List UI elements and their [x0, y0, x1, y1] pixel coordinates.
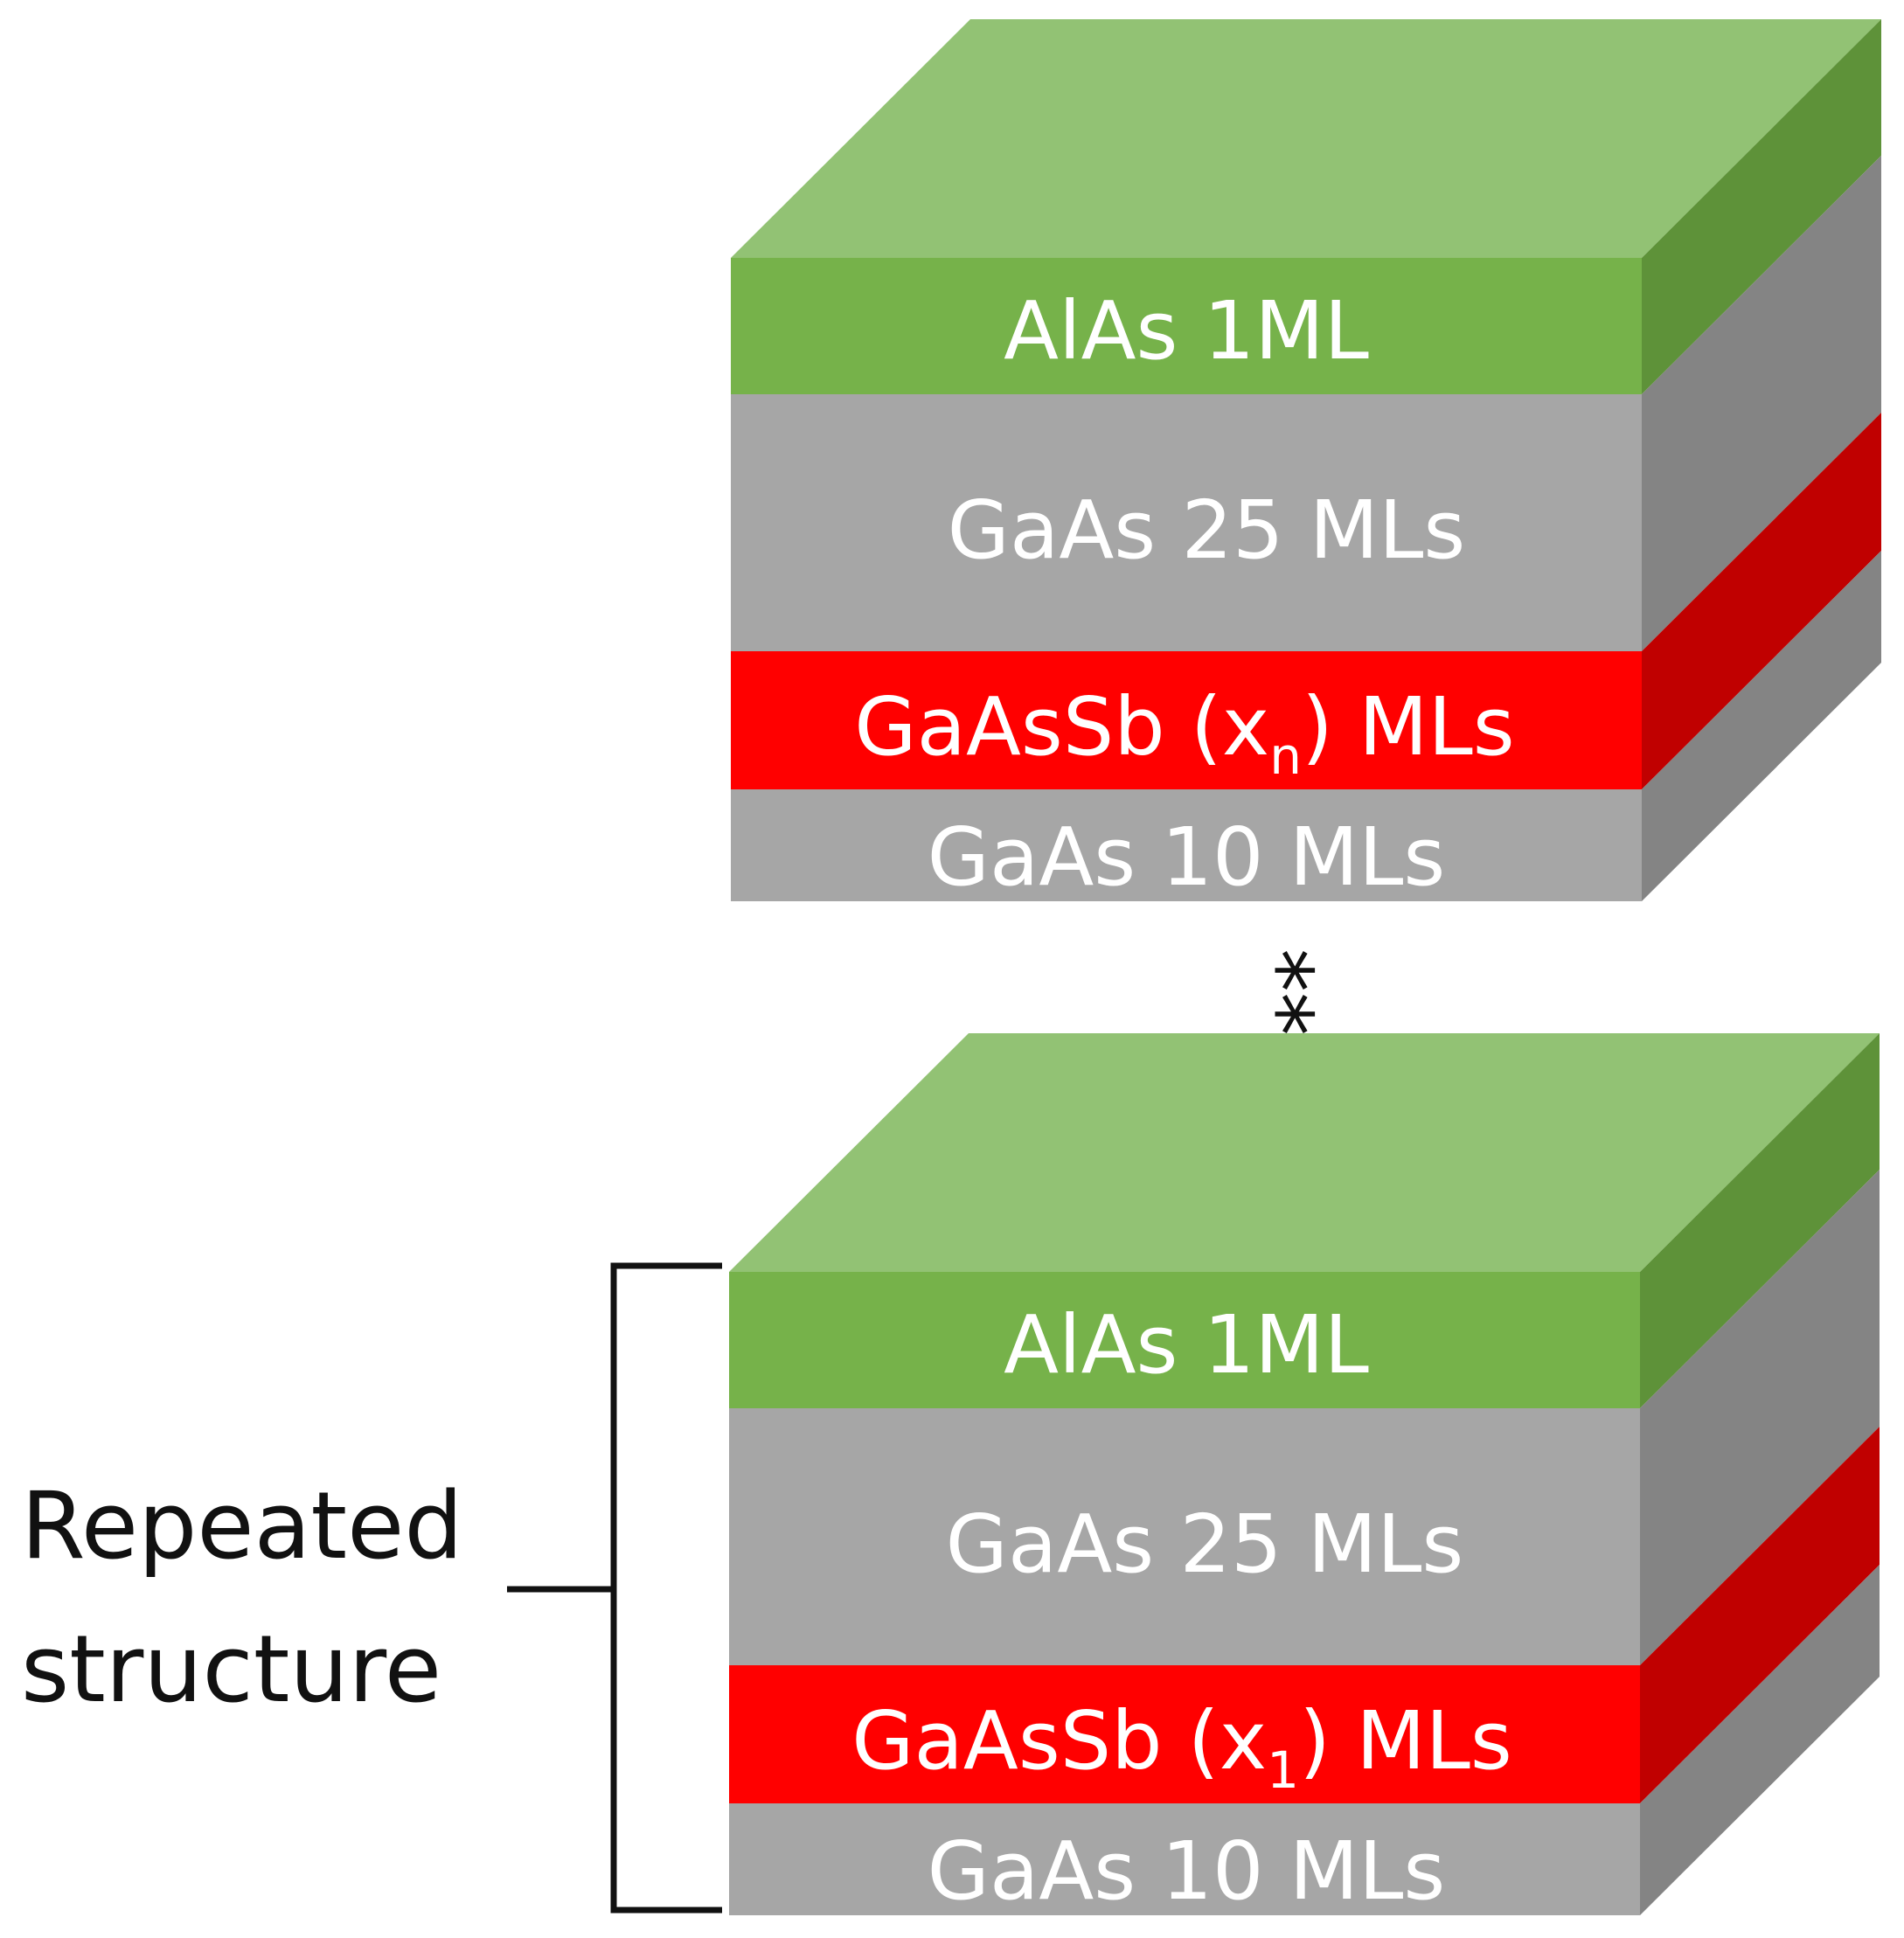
top-stack-gaassb-label-subscript: n	[1269, 726, 1302, 786]
bottom-stack-gaas10-label: GaAs 10 MLs	[928, 1824, 1446, 1918]
bracket-label-line1: Repeated	[21, 1472, 463, 1580]
bottom-stack-gaassb-layer	[729, 1665, 1640, 1803]
top-stack-alas-label: AlAs 1ML	[1004, 284, 1369, 378]
bottom-stack-gaassb-label: GaAsSb (x1) MLs	[851, 1694, 1512, 1800]
bottom-stack-top-face	[729, 1033, 1880, 1272]
bottom-stack-gaassb-side	[1640, 1427, 1880, 1803]
top-stack-gaas25-side	[1642, 156, 1881, 651]
bottom-stack: AlAs 1ML GaAs 25 MLs GaAsSb (x1) MLs GaA…	[729, 1033, 1880, 1918]
bottom-stack-gaas25-label: GaAs 25 MLs	[946, 1497, 1464, 1591]
top-stack-gaas10-side	[1642, 551, 1881, 901]
top-stack-gaassb-label: GaAsSb (xn) MLs	[854, 680, 1514, 786]
top-stack-gaassb-label-tail: ) MLs	[1302, 680, 1515, 774]
top-stack-top-face	[731, 19, 1881, 258]
top-stack-gaassb-side	[1642, 413, 1881, 789]
bracket-label-line2: structure	[21, 1615, 441, 1723]
bottom-stack-alas-side	[1640, 1033, 1880, 1408]
bottom-stack-gaassb-label-main: GaAsSb (x	[851, 1694, 1267, 1788]
bottom-stack-gaas10-layer	[729, 1803, 1640, 1915]
top-stack-alas-side	[1642, 19, 1881, 394]
top-stack-gaassb-label-main: GaAsSb (x	[854, 680, 1269, 774]
repeated-structure-bracket: Repeated structure	[21, 1262, 722, 1914]
bottom-stack-gaassb-label-tail: ) MLs	[1299, 1694, 1512, 1788]
bottom-stack-gaas10-side	[1640, 1565, 1880, 1915]
bottom-stack-alas-layer	[729, 1272, 1640, 1408]
bottom-stack-gaas25-layer	[729, 1408, 1640, 1665]
bottom-stack-alas-label: AlAs 1ML	[1004, 1298, 1369, 1392]
top-stack-alas-layer	[731, 258, 1642, 394]
bracket-line	[610, 1262, 722, 1914]
top-stack: AlAs 1ML GaAs 25 MLs GaAsSb (xn) MLs GaA…	[731, 19, 1881, 904]
top-stack-gaas10-label: GaAs 10 MLs	[928, 810, 1446, 904]
top-stack-gaas10-layer	[731, 789, 1642, 901]
top-stack-gaassb-layer	[731, 651, 1642, 789]
top-stack-gaas25-layer	[731, 394, 1642, 651]
bottom-stack-gaassb-label-subscript: 1	[1267, 1740, 1299, 1800]
top-stack-gaas25-label: GaAs 25 MLs	[948, 483, 1466, 577]
bottom-stack-gaas25-side	[1640, 1170, 1880, 1665]
